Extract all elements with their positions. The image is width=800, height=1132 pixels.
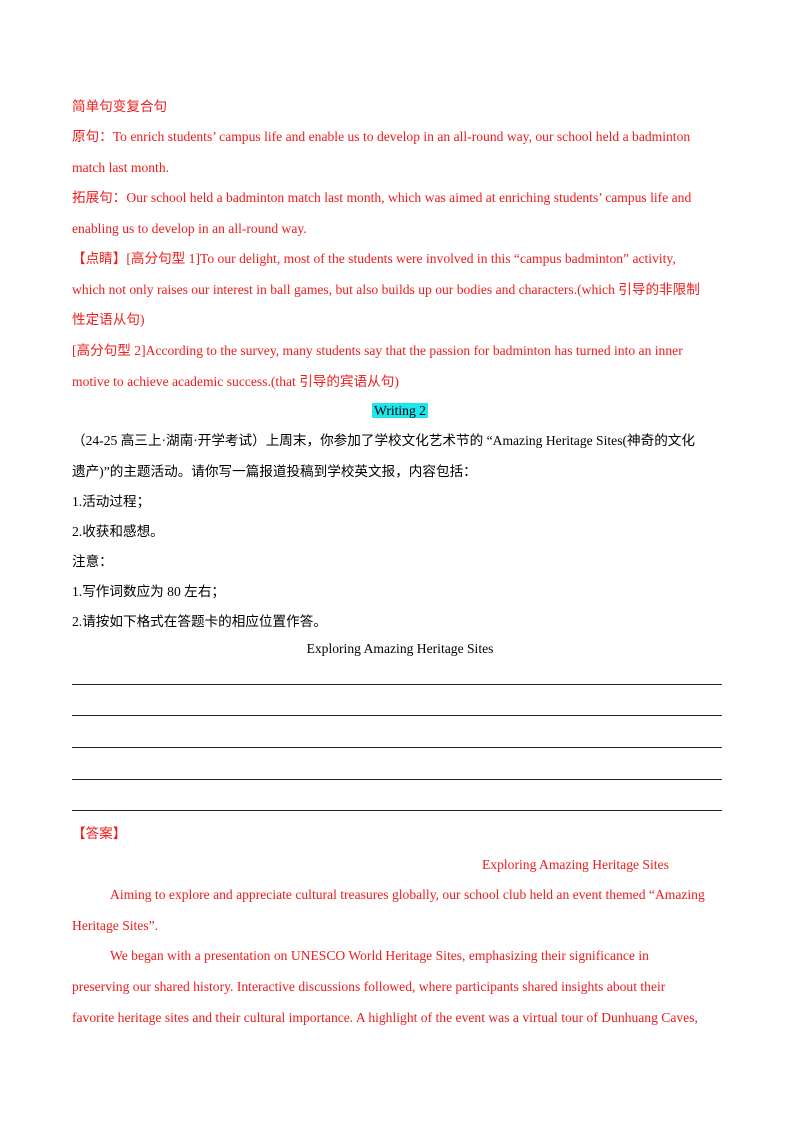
answer-p1-line-2: Heritage Sites”. — [72, 918, 159, 933]
answer-rule-3 — [72, 747, 722, 748]
answer-label: 【答案】 — [72, 826, 127, 841]
essay-title: Exploring Amazing Heritage Sites — [306, 641, 494, 656]
section-title: 简单句变复合句 — [72, 99, 168, 114]
original-sentence-line-1: 原句：To enrich students’ campus life and e… — [72, 128, 690, 146]
prompt-line-1: （24-25 高三上·湖南·开学考试）上周末，你参加了学校文化艺术节的 “Ama… — [72, 433, 695, 448]
answer-rule-1 — [72, 684, 722, 685]
answer-p2-line-2: preserving our shared history. Interacti… — [72, 979, 666, 994]
writing-heading: Writing 2 — [0, 402, 800, 420]
note-1: 1.写作词数应为 80 左右； — [72, 584, 225, 599]
prompt-item-1: 1.活动过程； — [72, 494, 151, 509]
answer-rule-2 — [72, 715, 722, 716]
prompt-item-2: 2.收获和感想。 — [72, 524, 164, 539]
note-2: 2.请按如下格式在答题卡的相应位置作答。 — [72, 614, 327, 629]
prompt-line-2: 遗产)”的主题活动。请你写一篇报道投稿到学校英文报，内容包括： — [72, 464, 477, 479]
answer-p2-line-3: favorite heritage sites and their cultur… — [72, 1010, 698, 1025]
answer-p2-line-1: We began with a presentation on UNESCO W… — [110, 948, 649, 963]
original-text-1: To enrich students’ campus life and enab… — [112, 129, 691, 144]
expanded-text-1: Our school held a badminton match last m… — [126, 190, 692, 205]
tip-line-1: 【点睛】[高分句型 1]To our delight, most of the … — [72, 250, 676, 268]
pattern1-text-1: To our delight, most of the students wer… — [200, 251, 676, 266]
original-label: 原句： — [72, 129, 113, 144]
expanded-sentence-line-1: 拓展句：Our school held a badminton match la… — [72, 189, 691, 207]
tip-label: 【点睛】 — [72, 251, 127, 266]
answer-title: Exploring Amazing Heritage Sites — [482, 857, 669, 872]
pattern2-line-1: [高分句型 2]According to the survey, many st… — [72, 343, 683, 358]
expanded-label: 拓展句： — [72, 190, 127, 205]
pattern2-line-2: motive to achieve academic success.(that… — [72, 374, 399, 389]
pattern1-label: [高分句型 1] — [126, 251, 200, 266]
writing-badge: Writing 2 — [372, 403, 428, 418]
tip-line-3: 性定语从句) — [72, 312, 145, 327]
answer-p1-line-1: Aiming to explore and appreciate cultura… — [110, 887, 705, 902]
original-sentence-line-2: match last month. — [72, 160, 170, 175]
note-label: 注意： — [72, 554, 113, 569]
tip-line-2: which not only raises our interest in ba… — [72, 282, 700, 297]
answer-rule-5 — [72, 810, 722, 811]
expanded-sentence-line-2: enabling us to develop in an all-round w… — [72, 221, 307, 236]
answer-rule-4 — [72, 779, 722, 780]
